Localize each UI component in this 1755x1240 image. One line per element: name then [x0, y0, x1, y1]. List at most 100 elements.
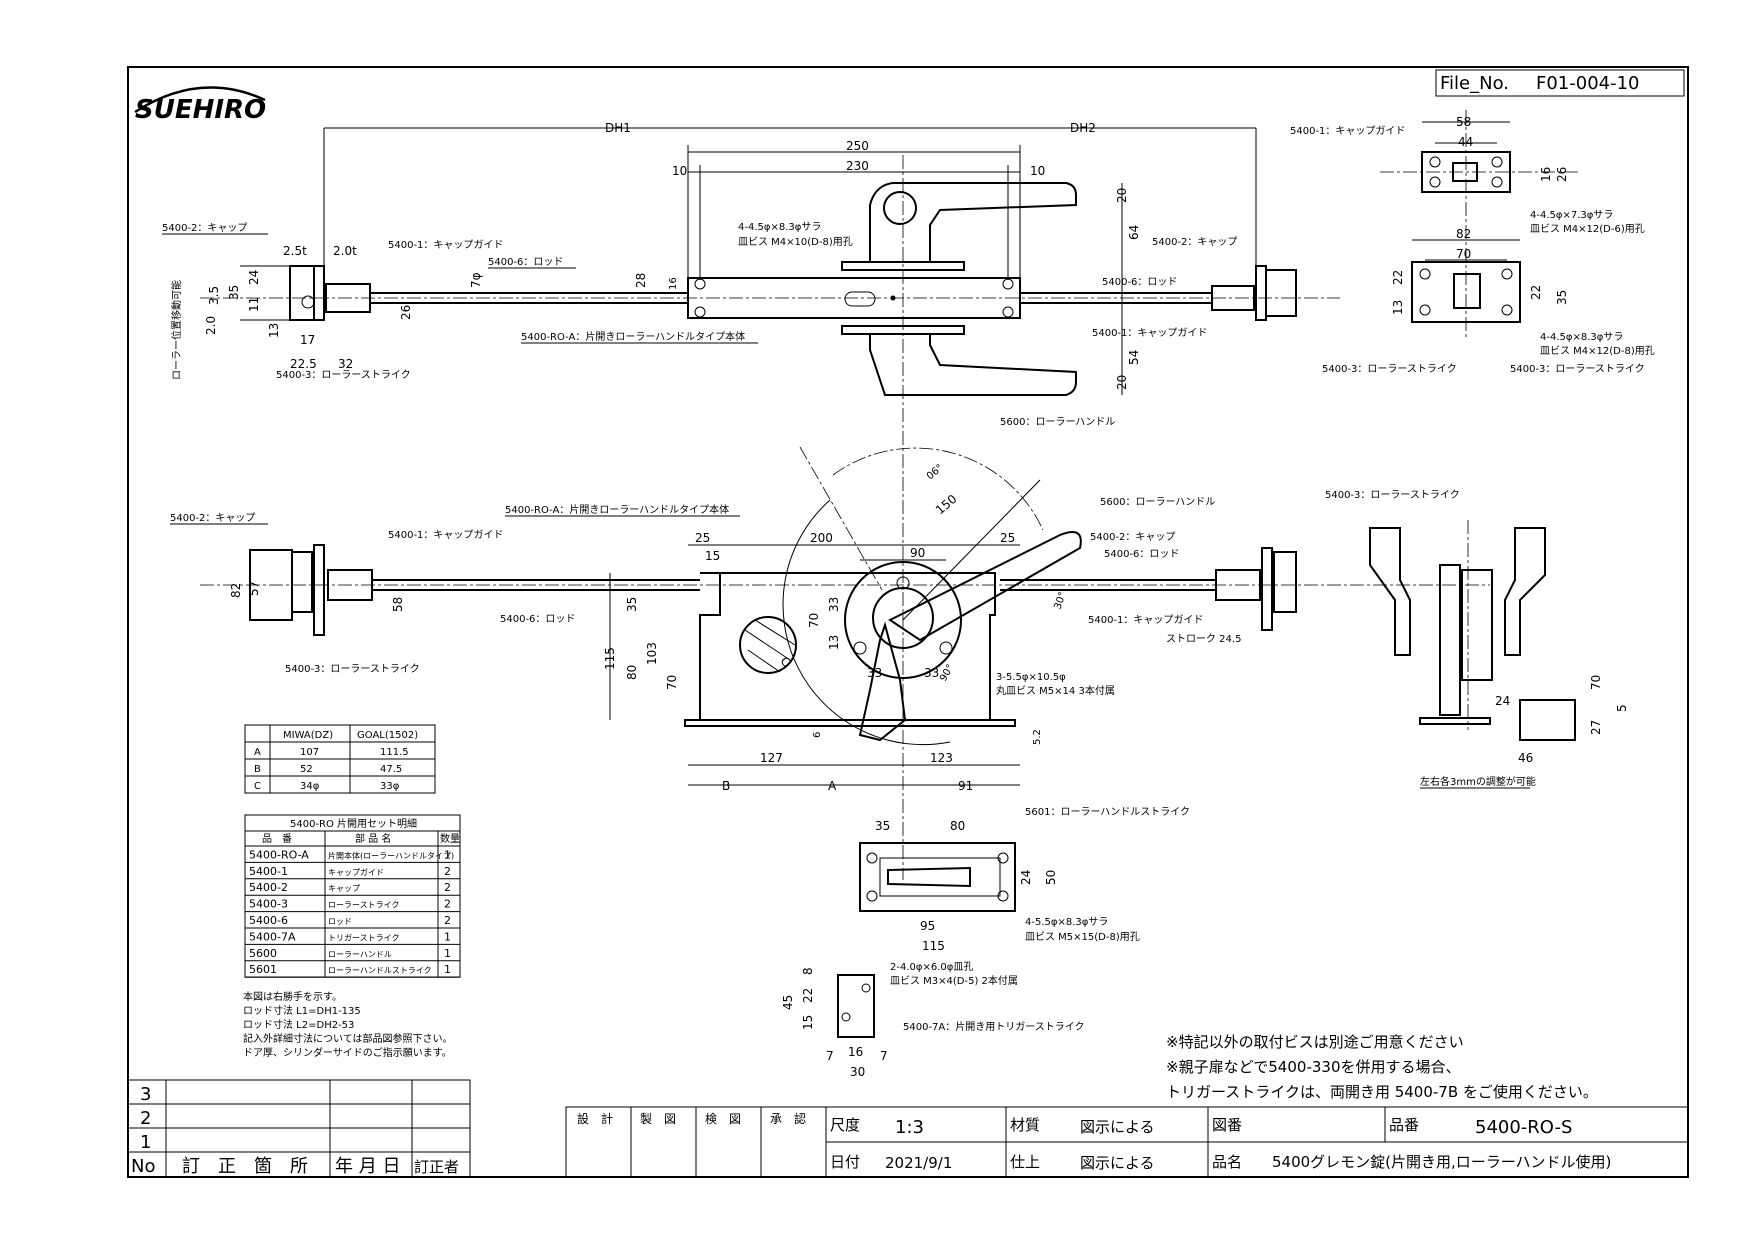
trigger-strike: 8 45 22 15 7 16 7 30 2-4.0φ×6.0φ皿孔 皿ビス M…	[781, 961, 1085, 1079]
fv-dim-57: 57	[247, 581, 261, 596]
rev-h-by: 訂正者	[414, 1158, 459, 1176]
dt-header-1: MIWA(DZ)	[283, 730, 333, 741]
dim-20a: 20	[1115, 188, 1129, 203]
parts-row-7-cell-2: 1	[444, 963, 451, 976]
rev-row-2: 2	[140, 1108, 151, 1129]
fv-dim-103: 103	[645, 642, 659, 665]
rt-dim-70: 70	[1456, 247, 1471, 261]
sv-dim-5: 5	[1615, 704, 1629, 712]
fv-dim-15: 15	[705, 549, 720, 563]
dt-r2c1: 34φ	[300, 781, 320, 792]
sv-dim-27: 27	[1589, 720, 1603, 735]
fv-dim-b: B	[722, 779, 730, 793]
roller-handle-top	[869, 182, 1077, 263]
tr-dim-7a: 7	[826, 1049, 834, 1063]
tb-part-no: 5400-RO-S	[1475, 1117, 1572, 1138]
dt-header-2: GOAL(1502)	[357, 730, 418, 741]
dim-2-5t: 2.5t	[283, 244, 307, 258]
fv-label-strike-left: 5400-3：ローラーストライク	[285, 663, 420, 675]
s5601-screw1: 4-5.5φ×8.3φサラ	[1025, 916, 1108, 928]
top-view: DH1 DH2 250 230 10 10 20 64 54 20	[162, 121, 1457, 880]
note-2: ロッド寸法 L2=DH2-53	[243, 1018, 354, 1031]
fv-label-cap-right: 5400-2：キャップ	[1090, 531, 1175, 543]
dt-r1c0: B	[254, 764, 261, 775]
rt-dim-13: 13	[1391, 300, 1405, 315]
dt-r2c2: 33φ	[380, 781, 400, 792]
rt-dim-16: 16	[1539, 167, 1553, 182]
fv-dim-13: 13	[827, 635, 841, 650]
parts-row-1-cell-2: 2	[444, 865, 451, 878]
rev-row-1: 1	[140, 1132, 151, 1153]
fv-dim-150: 150	[933, 492, 960, 517]
pt-h1: 部 品 名	[355, 832, 391, 845]
sv-dim-70: 70	[1589, 675, 1603, 690]
fv-dim-a: A	[828, 779, 837, 793]
tr-dim-30: 30	[850, 1065, 865, 1079]
tr-screw2: 皿ビス M3×4(D-5) 2本付属	[890, 974, 1018, 987]
tr-screw1: 2-4.0φ×6.0φ皿孔	[890, 961, 973, 973]
label-cap-left: 5400-2：キャップ	[162, 222, 247, 234]
parts-row-6-cell-0: 5600	[249, 947, 277, 960]
remark-0: ※特記以外の取付ビスは別途ご用意ください	[1166, 1033, 1464, 1051]
fv-dim-90deg: 90°	[938, 663, 956, 684]
fv-dim-5-2: 5.2	[1032, 729, 1043, 745]
label-strike-left: 5400-3：ローラーストライク	[276, 369, 411, 381]
tr-dim-22: 22	[801, 988, 815, 1003]
dim-3-5: 3.5	[207, 286, 221, 305]
tb-sign-2: 検 図	[705, 1112, 741, 1126]
rt-screw2b: 皿ビス M4×12(D-8)用孔	[1540, 345, 1655, 357]
dim-table: MIWA(DZ) GOAL(1502) A 107 111.5 B 52 47.…	[244, 724, 436, 794]
tb-sign-3: 承 認	[770, 1111, 806, 1126]
fv-label-rod-left: 5400-6：ロッド	[500, 614, 575, 625]
fv-dim-06: 06°	[925, 462, 946, 482]
dim-11: 11	[247, 297, 261, 312]
sv-dim-46: 46	[1518, 751, 1533, 765]
rt-dim-26: 26	[1555, 167, 1569, 182]
dim-64: 64	[1127, 225, 1141, 240]
note-4: ドア厚、シリンダーサイドのご指示願います。	[243, 1046, 452, 1059]
parts-row-2-cell-2: 2	[444, 881, 451, 894]
parts-row-6-cell-2: 1	[444, 947, 451, 960]
dim-26: 26	[399, 305, 413, 320]
dt-r0c0: A	[254, 747, 261, 758]
fv-dim-35: 35	[625, 597, 639, 612]
tb-scale: 1:3	[895, 1117, 924, 1138]
parts-row-4-cell-1: ロッド	[328, 917, 352, 926]
s5601-dim-80: 80	[950, 819, 965, 833]
remark-1: ※親子扉などで5400-330を併用する場合、	[1166, 1058, 1461, 1076]
label-strike-right: 5400-3：ローラーストライク	[1322, 363, 1457, 375]
tr-dim-8: 8	[801, 967, 815, 975]
parts-row-5-cell-1: トリガーストライク	[328, 932, 399, 942]
s5601-label: 5601：ローラーハンドルストライク	[1025, 806, 1190, 818]
screw-note-top-2: 皿ビス M4×10(D-8)用孔	[738, 236, 853, 248]
rev-h-date: 年 月 日	[335, 1156, 400, 1177]
parts-row-0-cell-2: 1	[444, 848, 451, 861]
dt-r0c2: 111.5	[380, 747, 409, 758]
fv-dim-91: 91	[958, 779, 973, 793]
fv-dim-58: 58	[391, 597, 405, 612]
tb-part-label: 品番	[1389, 1116, 1419, 1134]
dim-10b: 10	[1030, 164, 1045, 178]
tb-name-label: 品名	[1212, 1153, 1242, 1171]
roller-handle-bottom	[869, 333, 1077, 396]
fv-screws-2: 丸皿ビス M5×14 3本付属	[996, 684, 1115, 697]
tr-dim-16: 16	[848, 1045, 863, 1059]
rev-row-3: 3	[140, 1084, 151, 1105]
fv-dim-30: 30°	[1052, 591, 1068, 611]
tb-finish-label: 仕上	[1010, 1153, 1040, 1171]
tr-dim-7b: 7	[880, 1049, 888, 1063]
fv-label-guide-right: 5400-1：キャップガイド	[1088, 614, 1203, 626]
parts-row-1-cell-1: キャップガイド	[328, 867, 384, 877]
fv-dim-115: 115	[603, 647, 617, 670]
dt-r2c0: C	[254, 781, 261, 792]
dim-230: 230	[846, 159, 869, 173]
fv-dim-33b: 33	[867, 666, 882, 680]
fv-dim-90: 90	[910, 546, 925, 560]
label-guide-right: 5400-1：キャップガイド	[1092, 327, 1207, 339]
lock-body-front	[699, 572, 996, 721]
suehiro-logo: SUEHIRO	[134, 86, 266, 125]
dim-dh1: DH1	[605, 121, 631, 135]
parts-row-7-cell-0: 5601	[249, 963, 277, 976]
dim-16: 16	[668, 277, 679, 290]
